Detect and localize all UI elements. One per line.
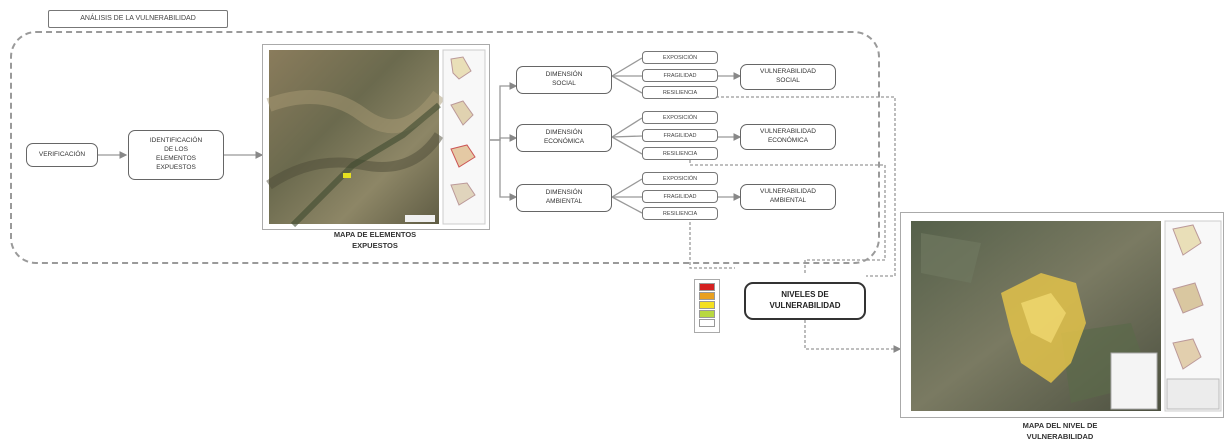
- vulnerability-analysis-frame: [10, 31, 880, 264]
- vulnerability-map-caption: MAPA DEL NIVEL DE VULNERABILIDAD: [1022, 421, 1098, 441]
- exposed-elements-map: [262, 44, 490, 230]
- environmental-vulnerability-box: VULNERABILIDAD AMBIENTAL: [740, 184, 836, 210]
- environmental-exposure-box: EXPOSICIÓN: [642, 172, 718, 185]
- vulnerability-level-map: [900, 212, 1224, 418]
- social-fragility-box: FRAGILIDAD: [642, 69, 718, 82]
- identification-box: IDENTIFICACIÓN DE LOS ELEMENTOS EXPUESTO…: [128, 130, 224, 180]
- vulnerability-color-legend: [694, 279, 720, 333]
- social-exposure-box: EXPOSICIÓN: [642, 51, 718, 64]
- vulnerability-levels-box: NIVELES DE VULNERABILIDAD: [744, 282, 866, 320]
- legend-swatch-0: [699, 283, 715, 291]
- dimension-environmental-box: DIMENSIÓN AMBIENTAL: [516, 184, 612, 212]
- economic-resilience-box: RESILIENCIA: [642, 147, 718, 160]
- legend-swatch-1: [699, 292, 715, 300]
- social-vulnerability-box: VULNERABILIDAD SOCIAL: [740, 64, 836, 90]
- environmental-resilience-box: RESILIENCIA: [642, 207, 718, 220]
- verification-box: VERIFICACIÓN: [26, 143, 98, 167]
- dimension-social-box: DIMENSIÓN SOCIAL: [516, 66, 612, 94]
- social-resilience-box: RESILIENCIA: [642, 86, 718, 99]
- exposed-map-image: [266, 49, 486, 228]
- vulnerability-map-image: [911, 220, 1222, 412]
- legend-swatch-4: [699, 319, 715, 327]
- environmental-fragility-box: FRAGILIDAD: [642, 190, 718, 203]
- legend-swatch-3: [699, 310, 715, 318]
- economic-vulnerability-box: VULNERABILIDAD ECONÓMICA: [740, 124, 836, 150]
- economic-fragility-box: FRAGILIDAD: [642, 129, 718, 142]
- legend-swatch-2: [699, 301, 715, 309]
- exposed-map-caption: MAPA DE ELEMENTOS EXPUESTOS: [333, 230, 417, 250]
- analysis-title-tab: ANÁLISIS DE LA VULNERABILIDAD: [48, 10, 228, 28]
- economic-exposure-box: EXPOSICIÓN: [642, 111, 718, 124]
- dimension-economic-box: DIMENSIÓN ECONÓMICA: [516, 124, 612, 152]
